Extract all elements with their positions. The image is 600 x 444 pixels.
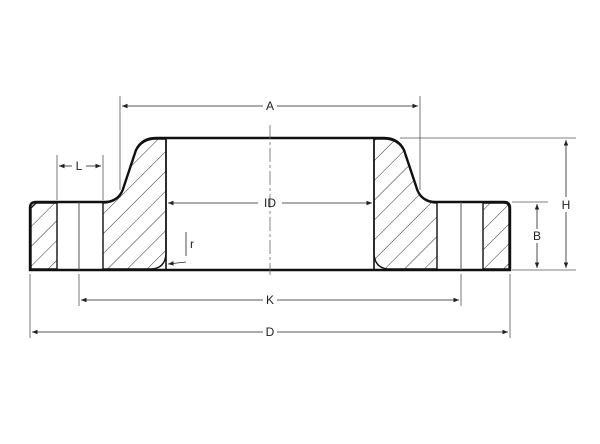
dim-B-label: B: [533, 229, 541, 243]
dim-A-label: A: [266, 99, 274, 113]
section-right-hub: [373, 138, 438, 270]
dim-K-label: K: [266, 293, 274, 307]
section-left-hub: [102, 138, 167, 270]
dim-D-label: D: [266, 325, 275, 339]
dim-L-label: L: [76, 159, 83, 173]
dim-ID-label: ID: [264, 196, 276, 210]
dim-r-label: r: [190, 237, 194, 251]
section-left-rim: [30, 202, 58, 270]
dim-H-label: H: [562, 198, 571, 212]
section-right-rim: [482, 202, 510, 270]
